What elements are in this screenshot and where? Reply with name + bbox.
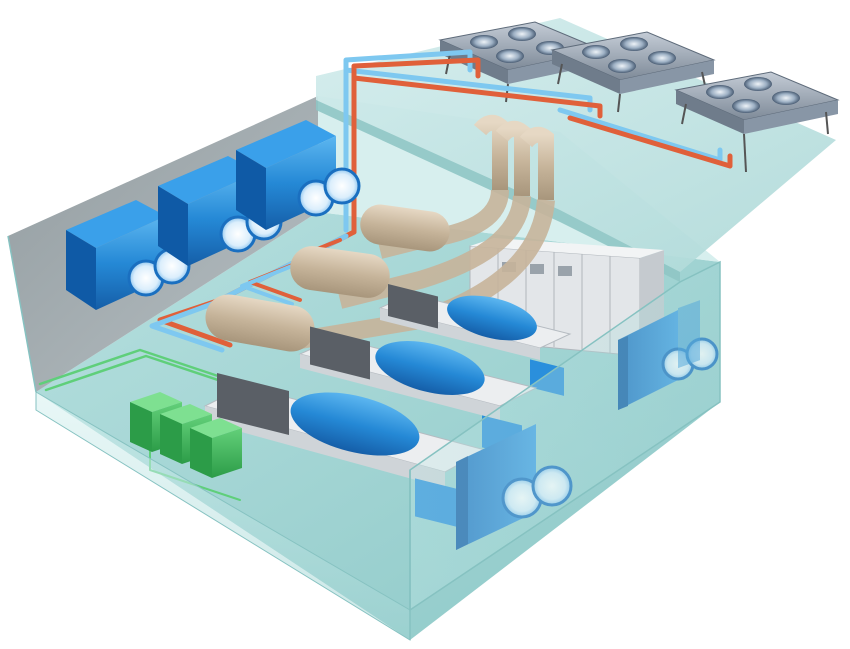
radiator-unit — [66, 200, 191, 310]
roof-drycoolers — [438, 21, 840, 173]
engine-block — [217, 372, 289, 435]
fuel-tank — [190, 418, 242, 478]
drycooler-unit — [674, 71, 840, 173]
left-wall-radiators — [66, 120, 361, 310]
fan-icon — [732, 99, 760, 113]
fan-icon — [608, 59, 636, 73]
fan-icon — [620, 37, 648, 51]
fan-icon — [744, 77, 772, 91]
exhaust-stack — [473, 114, 508, 190]
generator-body — [447, 295, 537, 341]
front-left-glass — [36, 392, 410, 640]
fan-icon — [772, 91, 800, 105]
exhaust-silencer — [205, 294, 315, 352]
exhaust-stack — [495, 120, 530, 196]
fan-icon — [470, 35, 498, 49]
exhaust-silencer — [360, 204, 450, 252]
genset — [298, 326, 538, 458]
cold-pipe — [557, 107, 723, 163]
exhaust-silencer — [290, 246, 390, 298]
fan-icon — [706, 85, 734, 99]
fan-icon — [323, 167, 361, 205]
hot-pipe — [351, 75, 603, 119]
genset — [203, 372, 487, 528]
fan-icon — [582, 45, 610, 59]
generator-body — [375, 341, 485, 395]
exhaust-stack — [519, 126, 554, 200]
fan-icon — [648, 51, 676, 65]
front-walls — [7, 235, 721, 641]
drycooler-unit — [550, 31, 716, 113]
fan-icon — [496, 49, 524, 63]
hot-pipe — [351, 57, 481, 235]
front-right-glass — [410, 262, 720, 610]
fuel-tanks — [130, 392, 242, 478]
cold-pipe — [240, 264, 294, 306]
engine-block — [388, 283, 438, 329]
radiator-unit — [236, 120, 361, 230]
generator-body — [290, 392, 420, 456]
exhaust-system — [205, 114, 555, 352]
engine-block — [310, 326, 370, 380]
hot-pipe — [567, 115, 733, 169]
fan-icon — [508, 27, 536, 41]
